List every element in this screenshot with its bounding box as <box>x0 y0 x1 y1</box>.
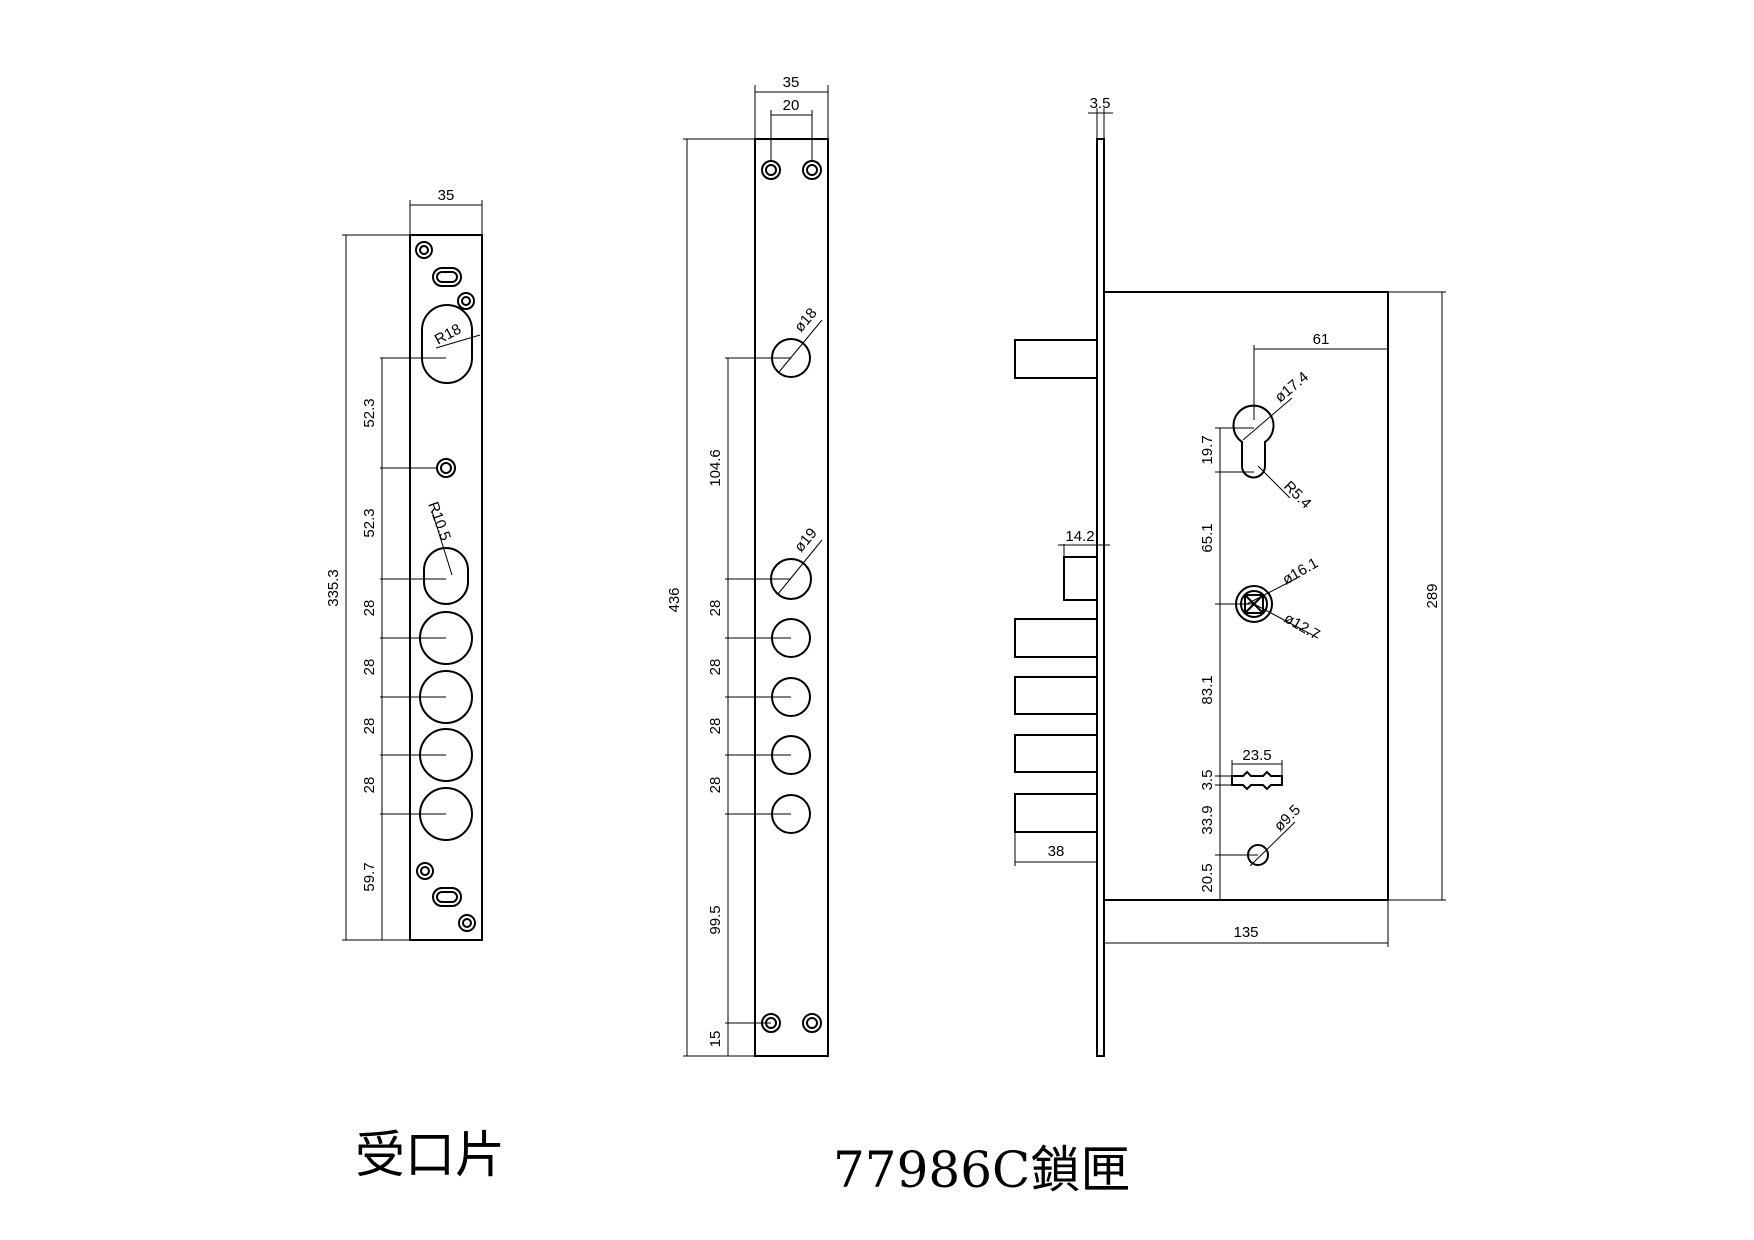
strike-spacing-2-label: 52.3 <box>361 508 378 537</box>
faceplate-dia-top-label: ø18 <box>791 305 821 336</box>
lock-bottom-label: 20.5 <box>1199 863 1216 892</box>
cylinder-dia-label: ø17.4 <box>1272 368 1312 406</box>
faceplate-view <box>683 85 829 1057</box>
strike-height-label: 335.3 <box>325 569 342 607</box>
cylinder-offset-label: 61 <box>1313 331 1330 348</box>
cylinder-height-label: 19.7 <box>1199 435 1216 464</box>
top-bolt <box>1014 339 1098 379</box>
faceplate-spacing-4-label: 28 <box>707 718 724 735</box>
faceplate-openings <box>770 338 812 834</box>
bolt-throw-label: 38 <box>1048 843 1065 860</box>
strike-plate-outline <box>409 234 483 941</box>
faceplate-spacing-5-label: 28 <box>707 777 724 794</box>
slot-height-label: 3.5 <box>1199 770 1216 791</box>
strike-spacing-1-label: 52.3 <box>361 398 378 427</box>
lock-faceplate-strip <box>1096 138 1105 1057</box>
spindle-outer-label: ø16.1 <box>1280 555 1322 589</box>
strike-radius-mid-label: R10.5 <box>424 500 454 543</box>
lock-body-caption: 77986C鎖匣 <box>833 1141 1130 1199</box>
latch-width-label: 14.2 <box>1065 528 1094 545</box>
strike-spacing-3-label: 28 <box>361 600 378 617</box>
strike-bottom-label: 59.7 <box>361 862 378 891</box>
faceplate-height-label: 436 <box>666 587 683 612</box>
strike-plate-view <box>342 200 483 941</box>
lock-depth-label: 135 <box>1233 924 1258 941</box>
strike-plate-screw-holes <box>415 241 476 932</box>
slot-width-label: 23.5 <box>1242 747 1271 764</box>
cylinder-radius-label: R5.4 <box>1280 478 1314 512</box>
faceplate-dia-mid-label: ø19 <box>791 525 821 556</box>
lock-height-label: 289 <box>1424 583 1441 608</box>
strike-spacing-4-label: 28 <box>361 659 378 676</box>
faceplate-screw-holes <box>761 160 822 1033</box>
cylinder-keyhole <box>1232 404 1275 479</box>
faceplate-center-lines <box>725 357 791 1024</box>
lower-spacing-label: 83.1 <box>1199 675 1216 704</box>
spindle-inner-label: ø12.7 <box>1281 610 1323 644</box>
spindle-spacing-label: 65.1 <box>1199 523 1216 552</box>
faceplate-spacing-1-label: 104.6 <box>707 449 724 487</box>
lower-bolts <box>1014 618 1098 833</box>
strike-spacing-6-label: 28 <box>361 777 378 794</box>
faceplate-hole-spacing-label: 20 <box>783 97 800 114</box>
latch-bolt <box>1063 556 1098 601</box>
lower-slot <box>1231 770 1283 791</box>
faceplate-spacing-2-label: 28 <box>707 600 724 617</box>
faceplate-outline <box>754 138 829 1057</box>
strike-plate-center-lines <box>380 357 446 815</box>
faceplate-bottom-label: 15 <box>707 1031 724 1048</box>
lock-center-lines <box>1215 427 1258 856</box>
faceplate-width-label: 35 <box>783 74 800 91</box>
lock-body-dimension-labels: 3.5 14.2 61 ø17.4 R5.4 19.7 65.1 ø16.1 ø… <box>1048 95 1441 941</box>
faceplate-spacing-6-label: 99.5 <box>707 905 724 934</box>
hole-dia-label: ø9.5 <box>1271 802 1304 835</box>
strike-spacing-5-label: 28 <box>361 718 378 735</box>
strike-width-label: 35 <box>438 187 455 204</box>
plate-thickness-label: 3.5 <box>1090 95 1111 112</box>
faceplate-spacing-3-label: 28 <box>707 659 724 676</box>
strike-plate-caption: 受口片 <box>355 1126 505 1184</box>
strike-plate-openings <box>419 304 473 841</box>
lock-body-view <box>1014 108 1446 1057</box>
hole-spacing-label: 33.9 <box>1199 805 1216 834</box>
strike-plate-slots <box>432 267 462 907</box>
lock-case <box>1103 291 1389 901</box>
